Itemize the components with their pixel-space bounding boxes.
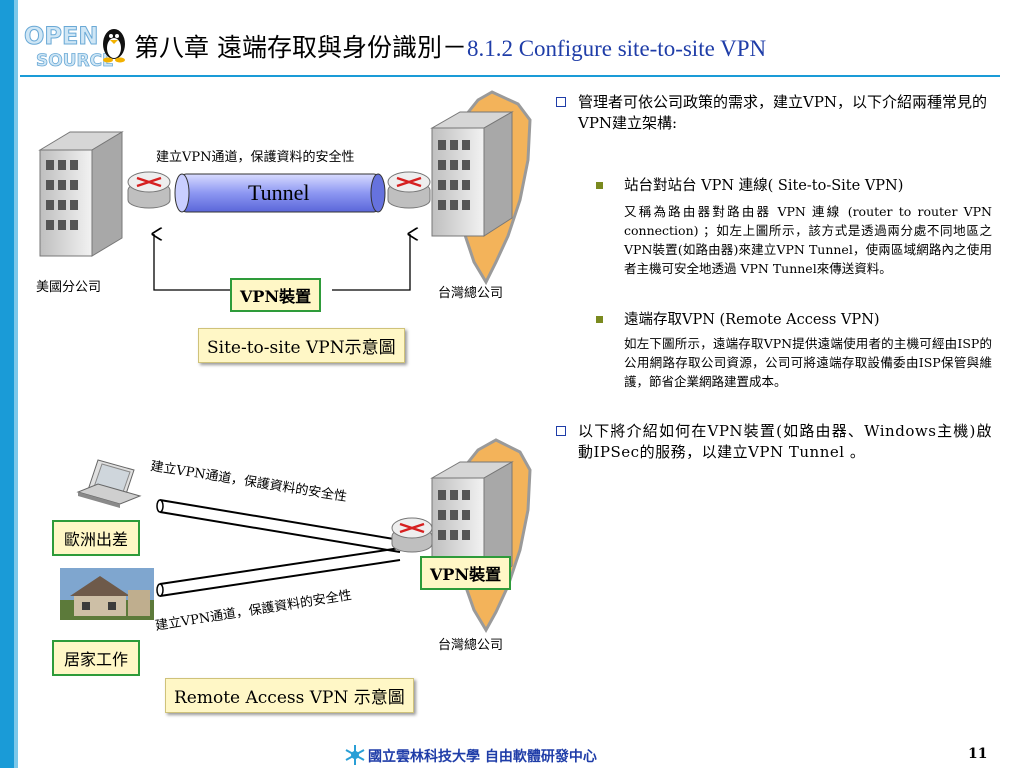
taiwan-hq-label: 台灣總公司 [438, 286, 504, 301]
building-taiwan-icon [430, 111, 514, 237]
taiwan-hq-label-bottom: 台灣總公司 [438, 638, 504, 653]
vpn-device-box-bottom: VPN裝置 [420, 556, 512, 590]
arrow-left [154, 234, 232, 291]
bullet-ipsec: 以下將介紹如何在VPN裝置(如路由器、Windows主機)啟動IPSec的服務，… [552, 421, 992, 463]
router-bottom-icon [391, 517, 433, 553]
work-from-home-box: 居家工作 [52, 640, 141, 676]
snowflake-icon [345, 745, 365, 765]
page-number: 11 [968, 746, 988, 762]
router-left-icon [127, 171, 171, 209]
us-branch-label: 美國分公司 [36, 280, 102, 295]
left-accent-bar [0, 0, 14, 768]
europe-travel-box: 歐洲出差 [52, 520, 141, 556]
bullet-vpn-intro-text: 管理者可依公司政策的需求，建立VPN，以下介紹兩種常見的VPN建立架構: [578, 93, 988, 132]
bullet-vpn-intro: 管理者可依公司政策的需求，建立VPN，以下介紹兩種常見的VPN建立架構: [552, 92, 992, 134]
router-right-icon [387, 171, 431, 209]
bullet-remote-access: 遠端存取VPN (Remote Access VPN) [552, 310, 992, 330]
tunnel-label: Tunnel [248, 180, 310, 205]
left-accent-bar-inner [14, 0, 18, 768]
site-to-site-title: 站台對站台 VPN 連線( Site-to-Site VPN) [624, 178, 904, 194]
bullet-site-to-site: 站台對站台 VPN 連線( Site-to-Site VPN) [552, 176, 992, 196]
remote-access-desc: 如左下圖所示，遠端存取VPN提供遠端使用者的主機可經由ISP的公用網路存取公司資… [624, 336, 992, 389]
laptop-icon [76, 459, 142, 508]
remote-tunnel-upper [156, 499, 401, 553]
content-column: 管理者可依公司政策的需求，建立VPN，以下介紹兩種常見的VPN建立架構: 站台對… [552, 92, 992, 463]
site-to-site-desc: 又稱為路由器對路由器 VPN 連線 (router to router VPN … [624, 204, 992, 276]
bullet-ipsec-text: 以下將介紹如何在VPN裝置(如路由器、Windows主機)啟動IPSec的服務，… [578, 422, 992, 461]
vpn-device-box: VPN裝置 [230, 278, 322, 312]
network-diagrams: 建立VPN通道，保護資料的安全性 建立VPN通道，保護資料的安全性 [38, 90, 532, 634]
footer: 國立雲林科技大學 自由軟體研發中心 11 [0, 744, 1024, 768]
remote-tunnel-note-2: 建立VPN通道，保護資料的安全性 [154, 587, 353, 634]
bullet-square-icon-2 [556, 426, 566, 436]
footer-organization: 國立雲林科技大學 自由軟體研發中心 [368, 749, 597, 765]
title-chinese: 第八章 遠端存取與身份識別－ [134, 33, 467, 62]
svg-text:OPEN: OPEN [24, 22, 98, 50]
bullet-filled-square-icon-2 [596, 316, 603, 323]
svg-text:SOURCE: SOURCE [36, 51, 114, 70]
tunnel-note: 建立VPN通道，保護資料的安全性 [156, 150, 355, 165]
header-divider [20, 75, 1000, 77]
remote-access-title: 遠端存取VPN (Remote Access VPN) [624, 312, 880, 328]
title-english: 8.1.2 Configure site-to-site VPN [466, 36, 767, 61]
house-photo [60, 568, 154, 620]
remote-access-caption: Remote Access VPN 示意圖 [165, 678, 414, 713]
open-source-logo: OPEN SOURCE [24, 22, 125, 70]
building-us-icon [38, 131, 124, 257]
arrow-right [332, 234, 410, 291]
bullet-square-icon [556, 97, 566, 107]
vpn-tunnel [174, 173, 386, 213]
site-to-site-caption: Site-to-site VPN示意圖 [198, 328, 405, 363]
page-title: 第八章 遠端存取與身份識別－8.1.2 Configure site-to-si… [134, 28, 766, 64]
remote-tunnel-note-1: 建立VPN通道，保護資料的安全性 [149, 458, 348, 505]
remote-tunnel-lower [156, 547, 401, 597]
bullet-filled-square-icon [596, 182, 603, 189]
